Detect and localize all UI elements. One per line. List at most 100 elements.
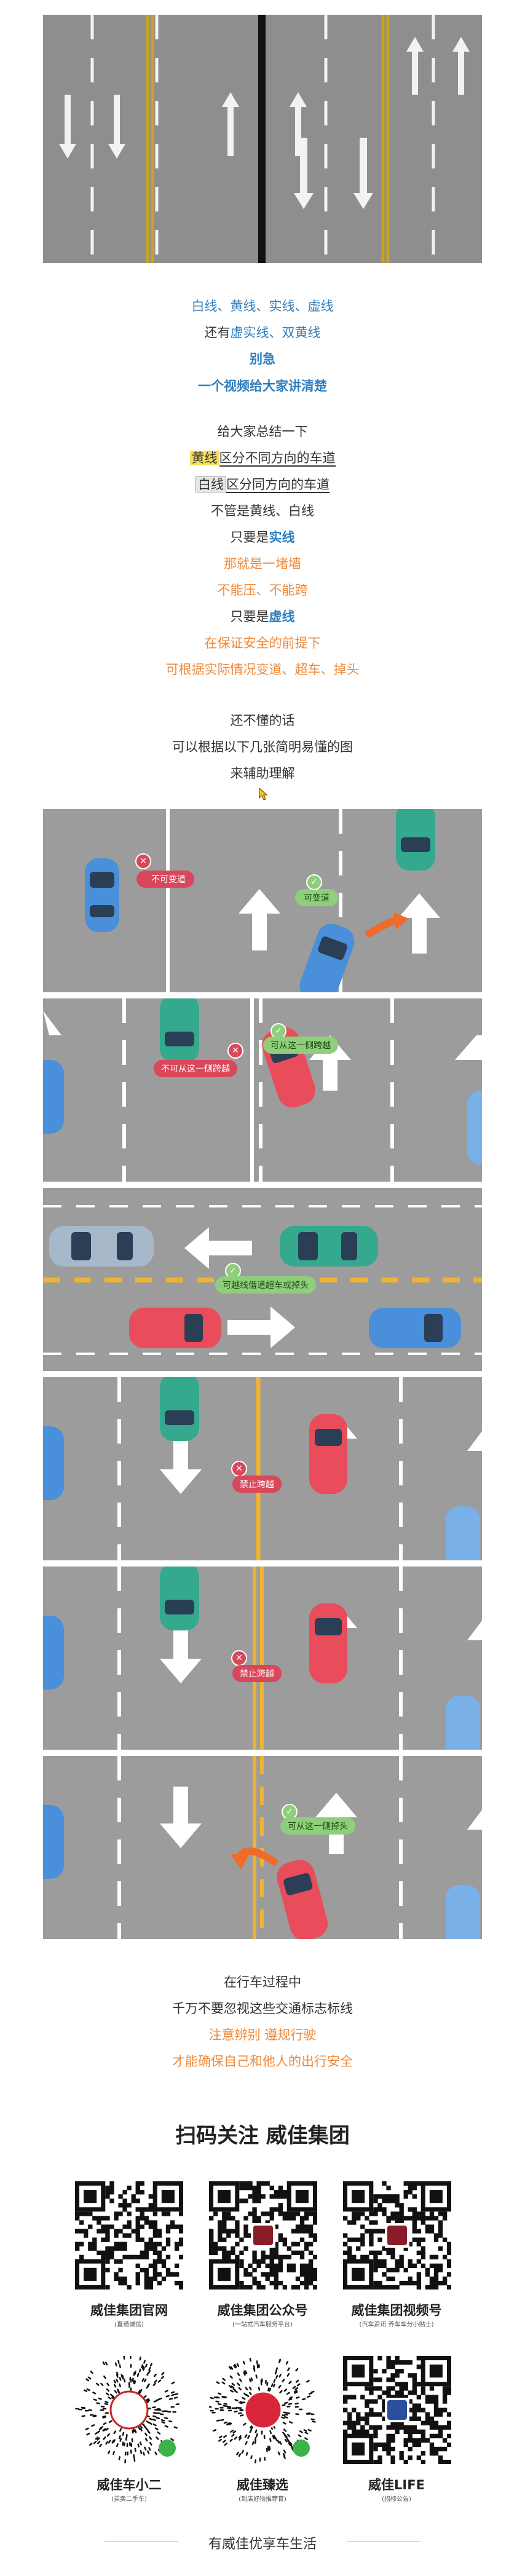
car-teal-top xyxy=(396,809,435,871)
d1-no-text: 不可变道 xyxy=(151,875,186,885)
cross-icon: ✕ xyxy=(227,1043,243,1059)
diagram-1-no-label: 不可变道 xyxy=(136,871,194,888)
pointer-hand-icon xyxy=(256,787,270,802)
summary-wall: 那就是一堵墙 xyxy=(224,556,301,571)
qr-title-6: 威佳LIFE xyxy=(368,2478,425,2492)
cross-icon: ✕ xyxy=(231,1461,247,1477)
qr-sub-2: (一站式汽车服务平台) xyxy=(232,2321,293,2328)
diagram-3-yes-label: 可越线借道超车或掉头 xyxy=(215,1276,316,1294)
car-grey xyxy=(49,1226,154,1266)
summary-no-cross: 不能压、不能跨 xyxy=(217,583,308,598)
d2-yes-text: 可从这一侧跨越 xyxy=(270,1041,331,1051)
car-teal xyxy=(280,1226,378,1266)
summary-safety: 在保证安全的前提下 xyxy=(204,636,321,650)
dashed-word: 虚线 xyxy=(269,609,295,624)
solid-word: 实线 xyxy=(269,530,295,545)
d6-yes-text: 可从这一侧掉头 xyxy=(288,1822,348,1831)
help-line-3: 来辅助理解 xyxy=(230,766,295,781)
footer-slogan: 有威佳优享车生活 xyxy=(208,2537,317,2552)
outro-line-1: 在行车过程中 xyxy=(224,1975,301,1989)
check-icon: ✓ xyxy=(270,1023,286,1039)
summary-solid: 只要是实线 xyxy=(0,527,525,546)
qr-title-5: 威佳臻选 xyxy=(237,2478,288,2492)
summary-line-1: 给大家总结一下 xyxy=(217,424,308,439)
car-teal xyxy=(160,998,199,1062)
car-red xyxy=(309,1414,347,1494)
qr-code-icon xyxy=(75,2181,183,2290)
summary-yellow: 黄线区分不同方向的车道 xyxy=(0,448,525,467)
mini-program-code-icon xyxy=(209,2358,316,2463)
top-road-image xyxy=(43,15,482,263)
d3-yes-text: 可越线借道超车或掉头 xyxy=(223,1281,309,1290)
white-line-tag: 白线 xyxy=(195,476,226,492)
diagram-6-mixed-yellow: ✓ 可从这一侧掉头 xyxy=(43,1756,482,1939)
car-blue-left xyxy=(43,1426,64,1500)
outro-line-2: 千万不要忽视这些交通标志标线 xyxy=(172,2001,353,2016)
car-blue-left xyxy=(43,1805,64,1879)
car-blue xyxy=(369,1308,461,1348)
qr-code-icon xyxy=(343,2356,451,2464)
qr-sub-3: (汽车资讯 养车车分小贴士) xyxy=(359,2321,434,2328)
diagram-2-no-label: 不可从这一侧跨越 xyxy=(154,1060,237,1077)
cross-icon: ✕ xyxy=(135,853,151,869)
help-line-2: 可以根据以下几张简明易懂的图 xyxy=(172,740,353,754)
dashed-prefix: 只要是 xyxy=(230,609,269,624)
diagram-4-no-label: 禁止跨越 xyxy=(232,1476,282,1493)
diagram-4-solid-yellow: ✕ 禁止跨越 xyxy=(43,1377,482,1560)
yellow-line-tag: 黄线 xyxy=(189,451,219,465)
car-blue-right xyxy=(446,1885,480,1939)
diagram-5-double-yellow: ✕ 禁止跨越 xyxy=(43,1567,482,1750)
qr-title-1: 威佳集团官网 xyxy=(90,2303,168,2318)
summary-line-4: 不管是黄线、白线 xyxy=(211,504,314,518)
help-line-1: 还不懂的话 xyxy=(230,713,295,728)
cross-icon: ✕ xyxy=(231,1650,247,1666)
car-teal xyxy=(160,1567,199,1630)
diagram-2-mixed-line: ✓ 可从这一侧跨越 ✕ 不可从这一侧跨越 xyxy=(43,998,482,1182)
diagram-1-lane-change: 不可变道 ✕ 可变道 ✓ xyxy=(43,809,482,992)
summary-white: 白线区分同方向的车道 xyxy=(0,475,525,493)
car-blue-turning xyxy=(299,923,355,992)
d2-no-text: 不可从这一侧跨越 xyxy=(161,1064,230,1074)
qr-sub-5: (到店好物推荐官) xyxy=(239,2496,286,2503)
qr-sub-4: (买卖二手车) xyxy=(111,2496,147,2503)
diagram-5-no-label: 禁止跨越 xyxy=(232,1665,282,1682)
car-red xyxy=(129,1308,221,1348)
car-teal xyxy=(160,1377,199,1441)
summary-flexible: 可根据实际情况变道、超车、掉头 xyxy=(165,662,360,677)
car-blue-right xyxy=(467,1091,482,1164)
check-icon: ✓ xyxy=(306,874,322,890)
d4-no-text: 禁止跨越 xyxy=(240,1480,274,1490)
car-blue-left xyxy=(43,1060,64,1134)
summary-dashed: 只要是虚线 xyxy=(0,607,525,625)
intro-line-2-prefix: 还有 xyxy=(204,325,231,340)
car-blue-right xyxy=(446,1696,480,1750)
qr-heading: 扫码关注 威佳集团 xyxy=(175,2124,350,2148)
qr-sub-1: (直通诚信) xyxy=(114,2321,144,2328)
qr-title-4: 威佳车小二 xyxy=(97,2478,162,2492)
solid-prefix: 只要是 xyxy=(230,530,269,545)
white-line-desc: 区分同方向的车道 xyxy=(226,477,330,493)
car-red xyxy=(309,1603,347,1683)
qr-title-3: 威佳集团视频号 xyxy=(351,2303,442,2318)
qr-code-icon xyxy=(209,2181,317,2290)
diagram-6-yes-label: 可从这一侧掉头 xyxy=(280,1817,355,1835)
d5-no-text: 禁止跨越 xyxy=(240,1669,274,1679)
qr-title-2: 威佳集团公众号 xyxy=(217,2303,308,2318)
outro-line-4: 才能确保自己和他人的出行安全 xyxy=(172,2054,353,2069)
yellow-line-desc: 区分不同方向的车道 xyxy=(219,451,336,467)
intro-line-2-highlight: 虚实线、双黄线 xyxy=(230,325,321,340)
car-red xyxy=(277,1860,328,1939)
qr-code-icon xyxy=(343,2181,451,2290)
intro-line-4: 一个视频给大家讲清楚 xyxy=(198,379,327,393)
d1-yes-text: 可变道 xyxy=(304,893,330,903)
intro-line-3: 别急 xyxy=(250,352,275,366)
outro-line-3: 注意辨别 遵规行驶 xyxy=(208,2028,317,2042)
qr-sub-6: (招标公告) xyxy=(382,2496,411,2503)
diagram-1-yes-label: 可变道 xyxy=(295,889,338,906)
diagram-2-yes-label: 可从这一侧跨越 xyxy=(263,1037,338,1054)
mini-program-code-icon xyxy=(75,2356,180,2463)
car-blue-right xyxy=(446,1506,480,1560)
intro-line-2: 还有虚实线、双黄线 xyxy=(0,323,525,341)
intro-line-1: 白线、黄线、实线、虚线 xyxy=(191,299,334,314)
car-blue-left xyxy=(85,858,119,932)
